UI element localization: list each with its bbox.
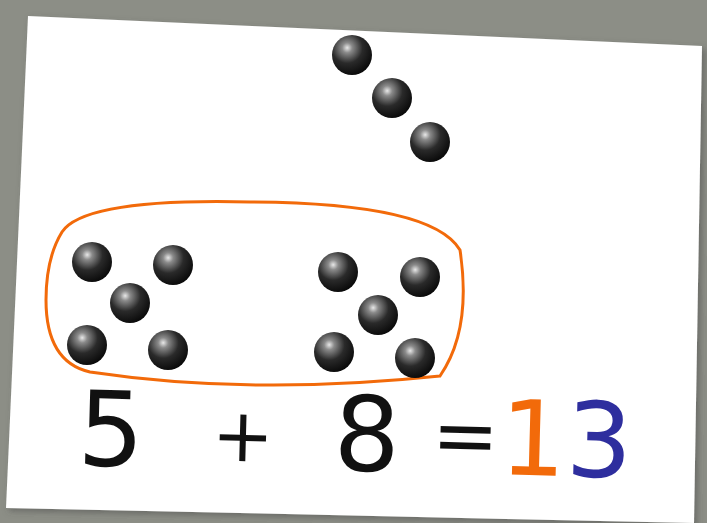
group-outline [46, 202, 463, 386]
operator-sign: = [431, 395, 500, 477]
counting-balls [67, 35, 450, 378]
paper-card [6, 16, 702, 523]
sum-number: 13 [499, 386, 634, 493]
equation-number: 5 [77, 377, 146, 483]
equation-number: 8 [333, 382, 402, 488]
operator-sign: + [211, 397, 275, 473]
